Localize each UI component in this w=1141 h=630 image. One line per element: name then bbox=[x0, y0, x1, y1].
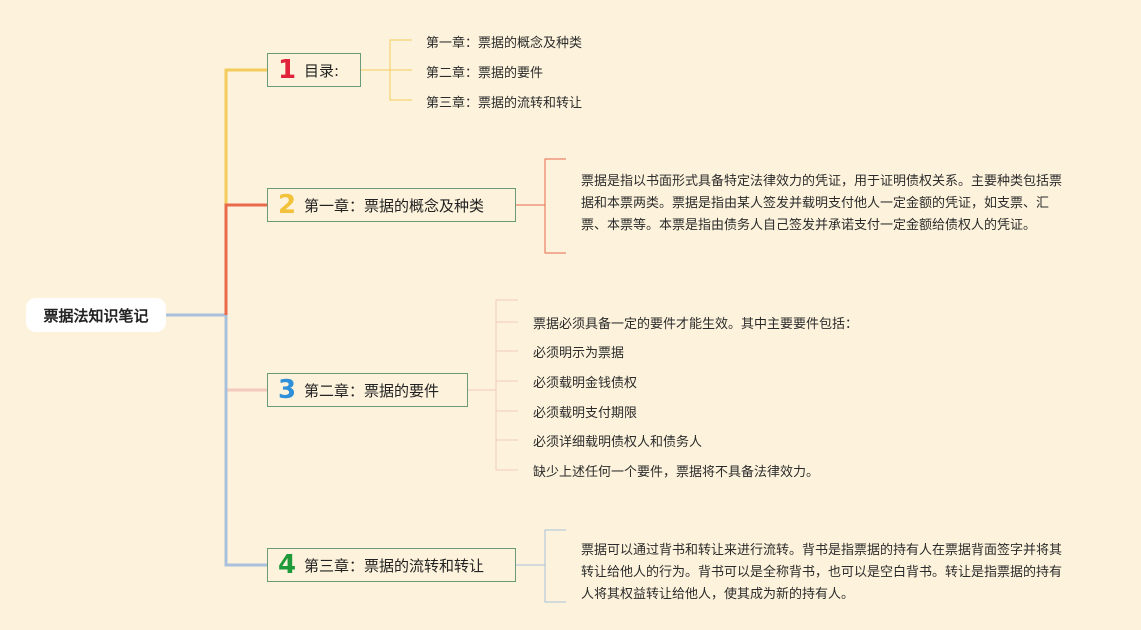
topic-1-subline bbox=[389, 70, 412, 101]
topic-3-item[interactable]: 必须明示为票据 bbox=[533, 346, 625, 361]
topic-4-subline bbox=[544, 565, 566, 603]
topic-node-1[interactable]: 1 目录: bbox=[267, 53, 361, 87]
topic-3-item[interactable]: 缺少上述任何一个要件，票据将不具备法律效力。 bbox=[533, 465, 820, 480]
topic-2-paragraph[interactable]: 票据是指以书面形式具备特定法律效力的凭证，用于证明债权关系。主要种类包括票据和本… bbox=[581, 174, 1063, 233]
topic-label: 目录: bbox=[304, 61, 340, 80]
branch-3-line bbox=[224, 315, 267, 392]
topic-3-subline bbox=[468, 299, 518, 391]
number-4-badge: 4 bbox=[278, 550, 297, 580]
number-3-badge: 3 bbox=[278, 375, 297, 405]
topic-4-subline bbox=[516, 529, 566, 566]
topic-1-item[interactable]: 第二章：票据的要件 bbox=[426, 66, 544, 81]
root-node[interactable]: 票据法知识笔记 bbox=[26, 298, 166, 332]
number-1-badge: 1 bbox=[278, 55, 297, 85]
topic-4-paragraph[interactable]: 票据可以通过背书和转让来进行流转。背书是指票据的持有人在票据背面签字并将其转让给… bbox=[581, 543, 1063, 602]
branch-4-line bbox=[224, 315, 267, 567]
topic-1-item[interactable]: 第三章：票据的流转和转让 bbox=[426, 96, 583, 111]
number-2-badge: 2 bbox=[278, 190, 297, 220]
branch-1-line bbox=[224, 68, 267, 315]
topic-3-item[interactable]: 必须详细载明债权人和债务人 bbox=[533, 435, 703, 450]
topic-node-4[interactable]: 4 第三章：票据的流转和转让 bbox=[267, 548, 516, 582]
topic-2-subline bbox=[516, 158, 566, 206]
topic-node-3[interactable]: 3 第二章：票据的要件 bbox=[267, 373, 468, 407]
topic-3-item[interactable]: 必须载明金钱债权 bbox=[533, 376, 638, 391]
topic-3-subline bbox=[495, 390, 518, 471]
topic-3-item[interactable]: 票据必须具备一定的要件才能生效。其中主要要件包括： bbox=[533, 317, 859, 332]
topic-2-subline bbox=[544, 205, 566, 254]
topic-1-subline bbox=[361, 39, 412, 71]
root-label: 票据法知识笔记 bbox=[43, 306, 149, 325]
topic-label: 第二章：票据的要件 bbox=[304, 381, 440, 400]
topic-3-item[interactable]: 必须载明支付期限 bbox=[533, 406, 638, 421]
topic-node-2[interactable]: 2 第一章：票据的概念及种类 bbox=[267, 188, 516, 222]
topic-label: 第一章：票据的概念及种类 bbox=[304, 196, 485, 215]
topic-1-item[interactable]: 第一章：票据的概念及种类 bbox=[426, 36, 583, 51]
topic-label: 第三章：票据的流转和转让 bbox=[304, 556, 485, 575]
branch-2-line bbox=[224, 203, 267, 315]
